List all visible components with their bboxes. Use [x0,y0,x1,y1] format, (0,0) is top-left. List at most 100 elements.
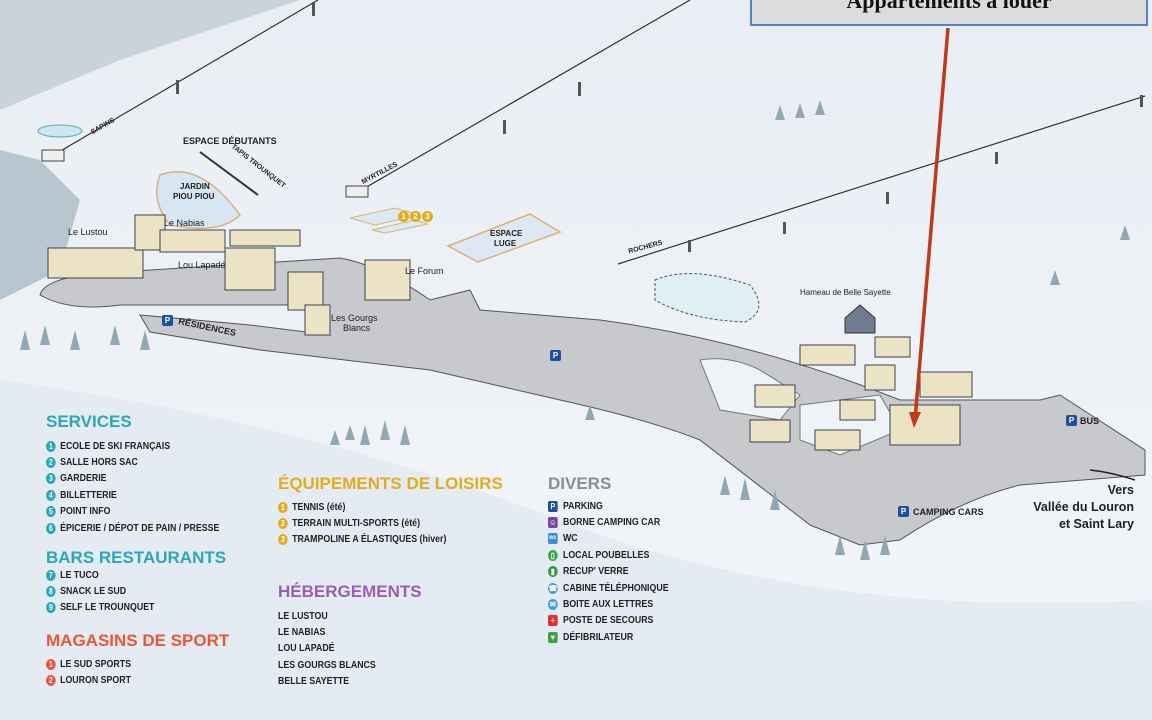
number-badge: 1 [46,440,56,452]
number-badge: 2 [46,675,56,687]
legend-label: POINT INFO [60,506,111,518]
legend-item: ▯LOCAL POUBELLES [548,547,669,563]
legend-magasins-title: MAGASINS DE SPORT [46,631,230,650]
legend-item: ☎CABINE TÉLÉPHONIQUE [548,580,669,596]
trees [20,100,1130,560]
camping-car-icon: ☺ [548,517,558,529]
label-piou-piou: PIOU PIOU [173,192,215,201]
snow-slope [0,380,1152,720]
label-le-lustou: Le Lustou [68,227,108,237]
legend-bars-title: BARS RESTAURANTS [46,548,227,567]
number-badge: 6 [46,522,56,534]
legend-label: SELF LE TROUNQUET [60,602,155,614]
legend-item: 5 POINT INFO [46,504,219,520]
legend-label: ÉPICERIE / DÉPOT DE PAIN / PRESSE [60,522,220,534]
number-badge: 3 [278,534,288,546]
glass-recycling-icon: ▮ [548,566,558,578]
mailbox-icon: ✉ [548,599,558,611]
legend-label: RECUP' VERRE [562,566,629,578]
wc-icon: wc [548,533,558,545]
legend-label: CABINE TÉLÉPHONIQUE [562,582,669,594]
legend-label: LOU LAPADÉ [278,643,335,655]
legend-label: TERRAIN MULTI-SPORTS (été) [292,518,421,530]
number-badge: 8 [46,586,56,598]
mountain-shadow [0,0,300,110]
lake [654,273,760,323]
legend-item: 6 ÉPICERIE / DÉPOT DE PAIN / PRESSE [46,520,219,536]
label-jardin: JARDIN [180,182,210,191]
pointer-line [913,27,950,421]
legend-label: LE SUD SPORTS [60,658,131,670]
parking-camping-icon: P [898,506,909,517]
legend-loisirs-title: ÉQUIPEMENTS DE LOISIRS [278,474,503,493]
legend-label: LES GOURGS BLANCS [278,659,376,671]
label-camping-cars: CAMPING CARS [913,507,984,517]
legend-item: BELLE SAYETTE [278,674,376,690]
defibrillator-icon: ♥ [548,631,558,643]
lift-sapins [51,0,319,157]
legend-label: WC [562,533,578,545]
legend-item: wc WC [548,531,669,547]
jardin-piou-piou-zone [155,171,241,230]
hameau-chalets [844,304,876,334]
callout-title: Appartements à louer [846,0,1052,13]
parking-bus-icon: P [1066,415,1077,426]
legend-item: ☺ BORNE CAMPING CAR [548,514,669,530]
legend-item: LES GOURGS BLANCS [278,657,376,673]
label-hameau-belle-sayette: Hameau de Belle Sayette [800,288,891,297]
loisirs-badge: 1 [398,211,409,222]
destination-label: Vers Vallée du Louron et Saint Lary [1033,482,1134,533]
dest-line: Vallée du Louron [1033,500,1134,514]
label-blancs: Blancs [343,323,371,333]
lift-rochers [617,95,1146,265]
lift-station-myrtilles [345,185,369,198]
direction-arrow [1089,469,1136,481]
legend-label: BOITE AUX LETTRES [562,599,654,611]
label-bus: BUS [1080,416,1100,426]
legend-item: LOU LAPADÉ [278,641,376,657]
legend-label: SALLE HORS SAC [60,457,138,469]
lift-tapis [199,151,259,196]
legend-services-title: SERVICES [46,412,132,431]
legend-label: LOURON SPORT [60,675,131,687]
legend-label: BORNE CAMPING CAR [562,517,661,529]
legend-label: PARKING [562,500,603,512]
apartments-for-rent-callout: Appartements à louer [750,0,1148,26]
parking-icon: P [550,350,561,361]
legend-hebergements-title: HÉBERGEMENTS [278,582,422,601]
dest-line: et Saint Lary [1058,517,1134,531]
pointer-arrowhead [909,412,921,428]
number-badge: 5 [46,506,56,518]
legend-item: LE NABIAS [278,624,376,640]
espace-luge-zone [446,213,562,263]
legend-label: LOCAL POUBELLES [562,549,650,561]
label-le-forum: Le Forum [405,266,444,276]
legend-label: DÉFIBRILATEUR [562,631,634,643]
legend-item: LE LUSTOU [278,608,376,624]
number-badge: 1 [278,501,288,513]
legend-label: BILLETTERIE [60,489,117,501]
lift-station-sapins [41,149,65,162]
number-badge: 4 [46,489,56,501]
legend-label: POSTE DE SECOURS [562,615,654,627]
label-le-nabias: Le Nabias [164,218,205,228]
label-lou-lapade: Lou Lapadé [178,260,226,270]
number-badge: 2 [278,518,288,530]
label-luge: LUGE [494,239,517,248]
legend-hebergements-list: LE LUSTOU LE NABIAS LOU LAPADÉ LES GOURG… [278,608,389,690]
small-lake [37,124,83,138]
first-aid-icon: + [548,615,558,627]
loisirs-badge: 2 [410,211,421,222]
legend-item: + POSTE DE SECOURS [548,613,669,629]
